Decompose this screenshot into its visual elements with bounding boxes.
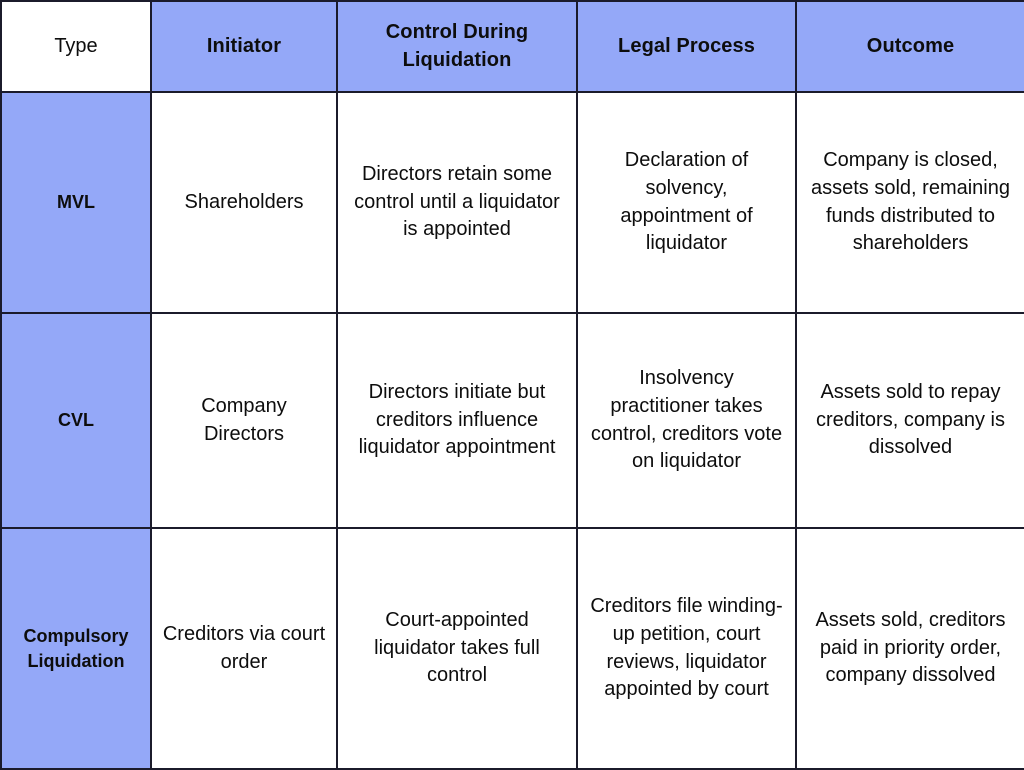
cell-compulsory-outcome: Assets sold, creditors paid in priority …: [795, 527, 1024, 770]
cell-cvl-legal: Insolvency practitioner takes control, c…: [576, 312, 797, 529]
column-header-legal-process: Legal Process: [576, 0, 797, 93]
cell-mvl-outcome: Company is closed, assets sold, remainin…: [795, 91, 1024, 314]
column-header-initiator: Initiator: [150, 0, 338, 93]
cell-cvl-outcome: Assets sold to repay creditors, company …: [795, 312, 1024, 529]
cell-cvl-control: Directors initiate but creditors influen…: [336, 312, 578, 529]
table-row: MVL Shareholders Directors retain some c…: [0, 91, 1024, 314]
table-row: CVL Company Directors Directors initiate…: [0, 312, 1024, 529]
cell-mvl-control: Directors retain some control until a li…: [336, 91, 578, 314]
column-header-control-during-liquidation: Control During Liquidation: [336, 0, 578, 93]
table-row: Compulsory Liquidation Creditors via cou…: [0, 527, 1024, 770]
row-label-cvl: CVL: [0, 312, 152, 529]
row-label-mvl: MVL: [0, 91, 152, 314]
column-header-type: Type: [0, 0, 152, 93]
table-header: Type Initiator Control During Liquidatio…: [0, 0, 1024, 93]
cell-cvl-initiator: Company Directors: [150, 312, 338, 529]
cell-compulsory-control: Court-appointed liquidator takes full co…: [336, 527, 578, 770]
cell-compulsory-initiator: Creditors via court order: [150, 527, 338, 770]
cell-compulsory-legal: Creditors file winding-up petition, cour…: [576, 527, 797, 770]
row-label-compulsory-liquidation: Compulsory Liquidation: [0, 527, 152, 770]
header-row: Type Initiator Control During Liquidatio…: [0, 0, 1024, 93]
cell-mvl-legal: Declaration of solvency, appointment of …: [576, 91, 797, 314]
column-header-outcome: Outcome: [795, 0, 1024, 93]
table-body: MVL Shareholders Directors retain some c…: [0, 91, 1024, 770]
cell-mvl-initiator: Shareholders: [150, 91, 338, 314]
